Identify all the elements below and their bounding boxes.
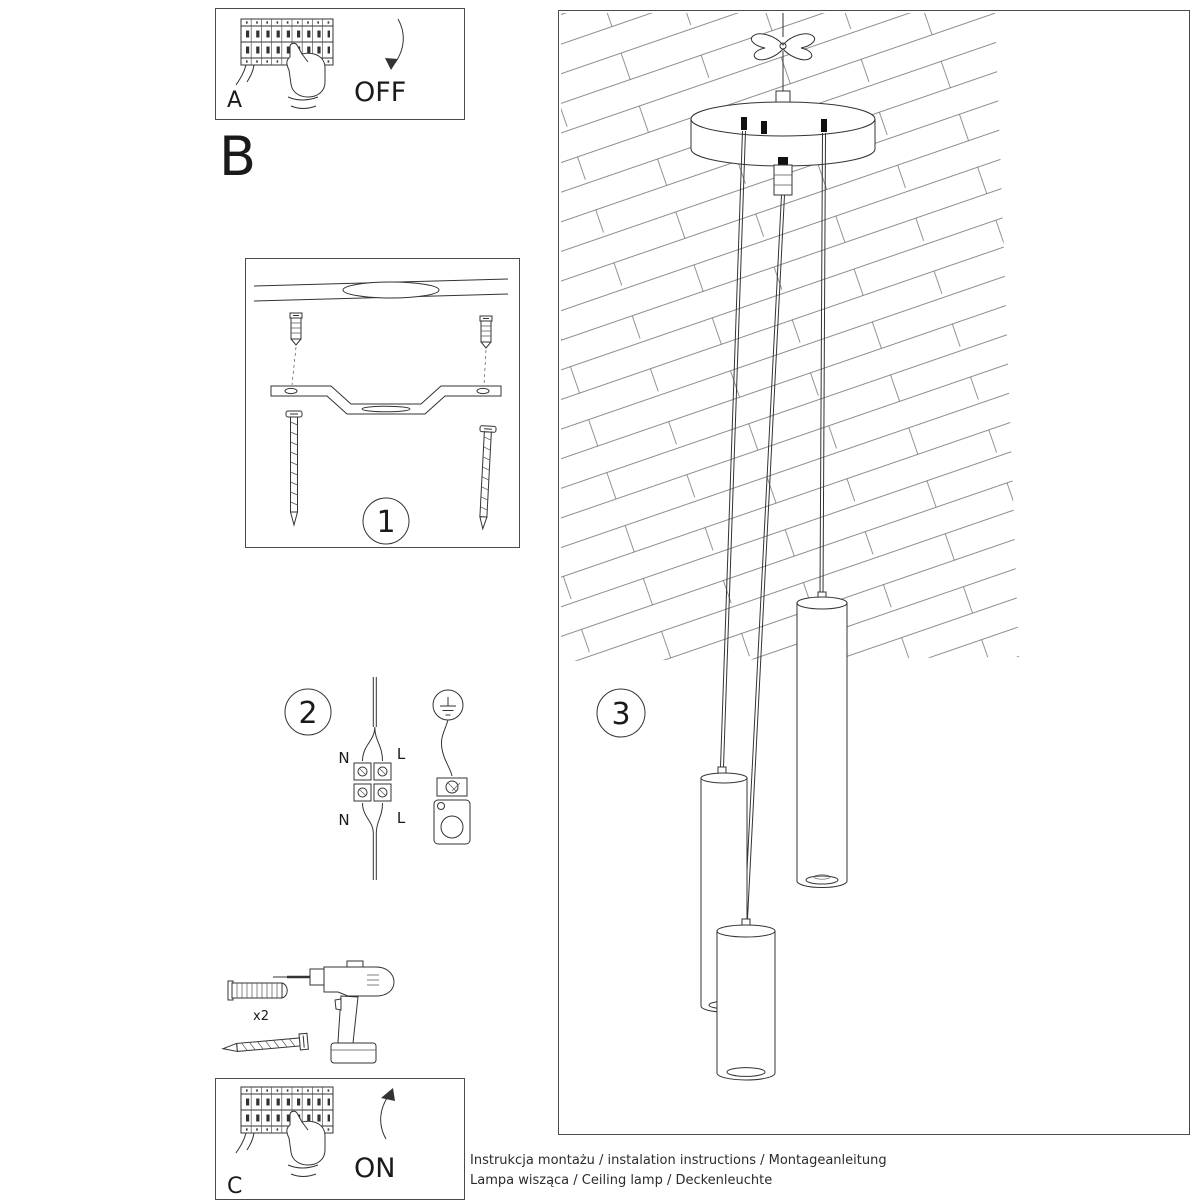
terminal-block-drawing [353,762,392,802]
drill-icon [273,960,395,1064]
pendant-lamp-illustration: 3 [561,13,1019,1081]
step-1-mounting-panel: 1 [245,258,520,548]
screw-left-icon [285,410,303,527]
arrow-down-icon [385,18,404,70]
tools-panel: x2 [215,925,410,1080]
panel-a-breaker-off: OFF A [215,8,465,120]
arrow-up-icon [380,1088,395,1140]
wall-anchor-right-icon [479,315,493,386]
mounting-bracket-drawing [270,385,502,415]
pointing-hand-icon [286,1110,326,1177]
drill-illustration: x2 [221,960,395,1064]
step-1-badge: 1 [362,497,410,545]
step-3-lamp-panel: 3 [558,10,1190,1135]
canopy-drawing [690,101,876,196]
on-label: ON [354,1153,395,1184]
breaker-on-illustration: ON C [227,1086,395,1199]
wire-label-n-bottom: N [338,811,349,829]
screw-icon [221,1032,309,1053]
footer-line-1: Instrukcja montażu / instalation instruc… [470,1153,887,1168]
step-3-badge: 3 [596,688,646,738]
ceiling-hatch-drawing [561,13,1019,661]
step-2-badge: 2 [284,688,332,736]
step-1-number: 1 [376,505,395,540]
step-3-number: 3 [611,697,630,732]
footer: Instrukcja montażu / instalation instruc… [470,1151,1170,1191]
panel-c-label: C [227,1174,242,1199]
panel-a-label: A [227,88,242,113]
suspension-cords-drawing [720,130,826,920]
ceiling-bracket-illustration: 1 [253,278,509,545]
wall-plug-icon [227,980,288,1001]
off-label: OFF [354,77,406,108]
wire-label-n-top: N [338,749,349,767]
step-2-number: 2 [298,696,317,731]
wall-anchor-left-icon [289,312,303,386]
panel-c-breaker-on: ON C [215,1078,465,1200]
step-2-wiring-panel: 2 N L N L [270,675,490,890]
breaker-off-illustration: OFF A [227,18,406,113]
ceiling-hook-icon [750,13,816,106]
wire-label-l-bottom: L [397,809,406,827]
quantity-label: x2 [253,1009,269,1024]
pointing-hand-icon [286,42,326,109]
pendant-tube-front [716,918,776,1081]
earth-symbol-icon [432,689,464,721]
pendant-tube-right [796,591,848,888]
cable-drawing [362,677,383,880]
screw-right-icon [479,425,497,531]
ceiling-surface-drawing [253,278,509,302]
wire-label-l-top: L [397,745,406,763]
earth-terminal-drawing [433,719,471,845]
section-b-label: B [219,125,257,188]
footer-line-2: Lampa wisząca / Ceiling lamp / Deckenleu… [470,1173,773,1188]
wiring-illustration: 2 N L N L [284,677,471,880]
